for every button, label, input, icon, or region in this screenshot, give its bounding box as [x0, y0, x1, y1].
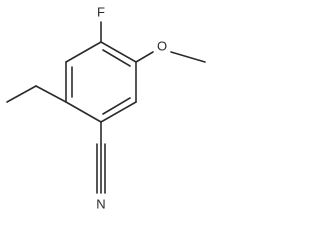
fluorine-atom-label: F	[97, 4, 105, 19]
c-o-bond	[135, 51, 154, 63]
ring-ethyl-bond	[35, 85, 67, 103]
ring-double-bond-c3-c4	[102, 97, 131, 115]
ring-bond-c6-c1	[65, 41, 102, 63]
nitrogen-atom-label: N	[96, 196, 105, 211]
benzene-ring	[65, 41, 137, 123]
o-methyl-bond	[170, 51, 206, 63]
ring-double-bond-c1-c2	[102, 49, 131, 67]
oxygen-atom-label: O	[157, 38, 167, 53]
ring-bond-c1-c2	[100, 41, 137, 63]
chemical-structure: F O N	[6, 4, 206, 211]
ethyl-methyl-bond	[6, 85, 37, 103]
ring-bond-c3-c4	[100, 101, 137, 123]
ring-bond-c4-c5	[65, 101, 102, 123]
